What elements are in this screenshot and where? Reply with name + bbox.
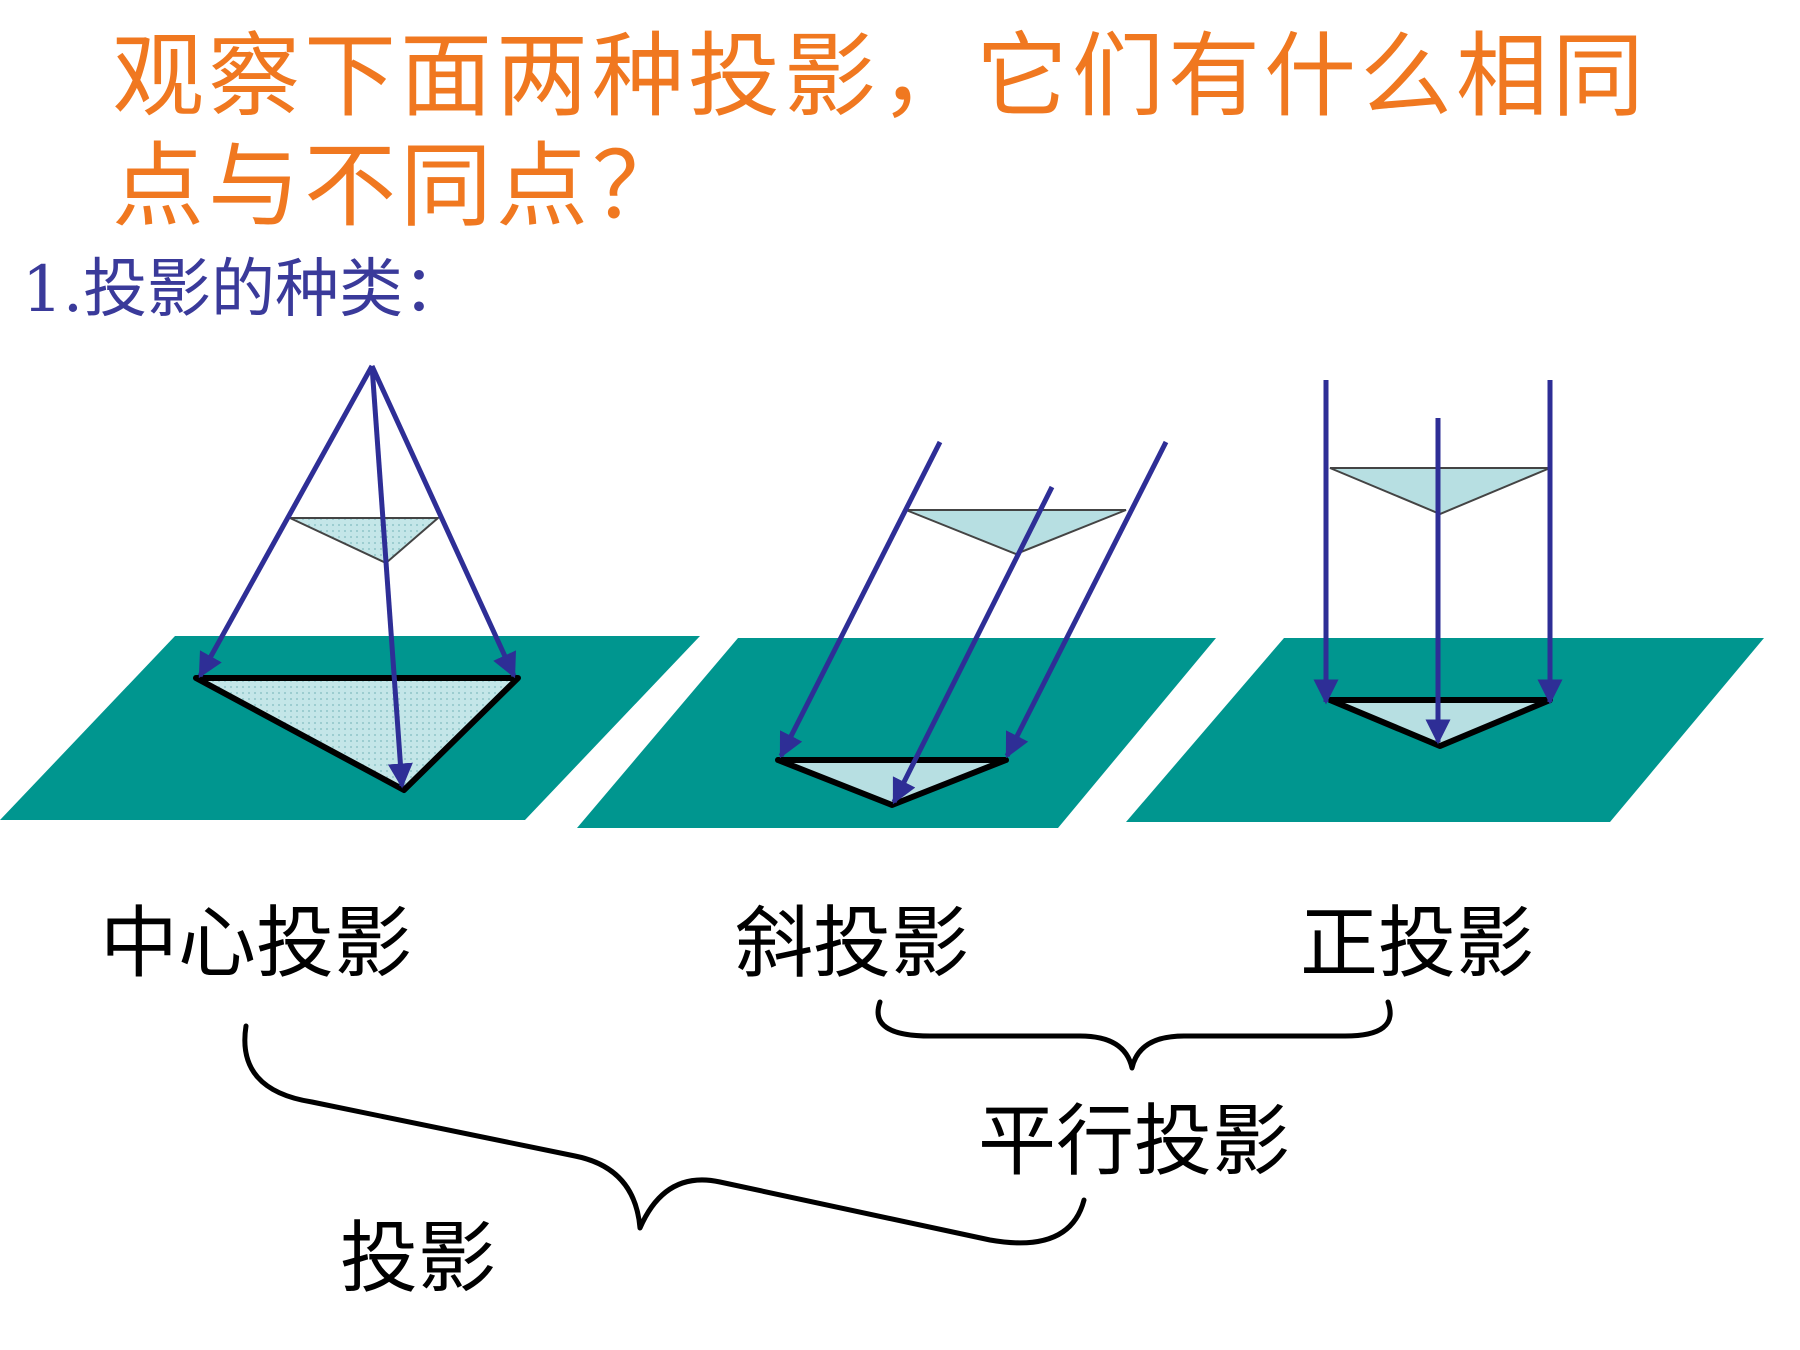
parallel-projection-brace (875, 999, 1393, 1071)
projection-brace (242, 1023, 1087, 1246)
title-line-2: 点与不同点？ (112, 133, 689, 240)
projection-ray (778, 440, 943, 759)
page-title: 观察下面两种投影，它们有什么相同 点与不同点？ (112, 22, 1672, 242)
shadow-triangle (193, 675, 521, 793)
oblique-projection-figure (577, 440, 1216, 828)
title-line-1: 观察下面两种投影，它们有什么相同 (112, 23, 1649, 130)
projection-ray (369, 365, 413, 789)
projection-ray (1004, 440, 1169, 759)
object-triangle (289, 517, 441, 565)
section-heading: 1.投影的种类： (22, 253, 468, 327)
orthographic-projection-figure (1126, 380, 1764, 822)
label-projection: 投影 (340, 1214, 496, 1304)
label-parallel-projection: 平行投影 (978, 1097, 1290, 1187)
projection-ray (369, 364, 517, 679)
label-central-projection: 中心投影 (100, 899, 412, 989)
central-projection-figure (0, 364, 700, 820)
shadow-triangle (775, 757, 1009, 808)
object-triangle (905, 509, 1127, 556)
projection-ray (197, 364, 375, 679)
projection-plane (577, 638, 1216, 828)
label-oblique-projection: 斜投影 (735, 899, 969, 989)
label-orthographic-projection: 正投影 (1300, 899, 1534, 989)
projection-ray (891, 485, 1055, 805)
